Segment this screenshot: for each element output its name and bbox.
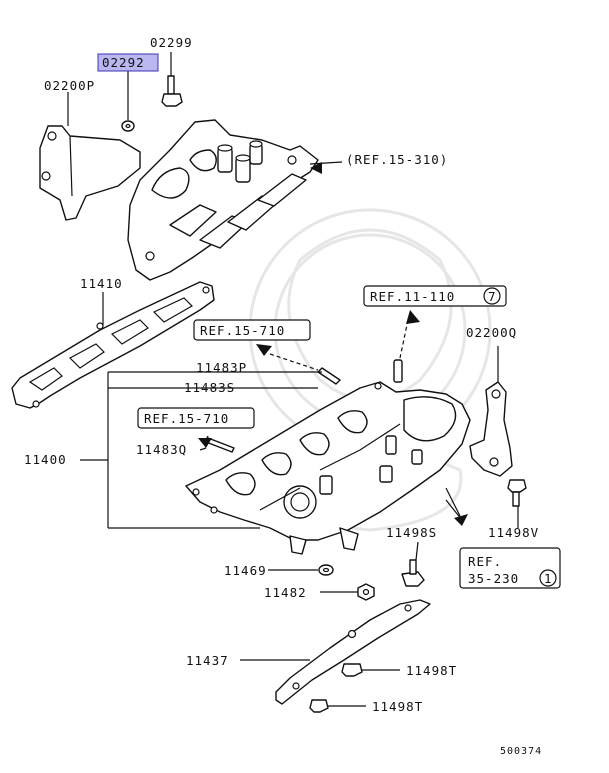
intake-manifold-11400[interactable] — [185, 381, 471, 555]
bolt-02299[interactable] — [161, 75, 183, 107]
nut-11482[interactable] — [357, 583, 375, 601]
label-02292[interactable]: 02292 — [102, 55, 145, 70]
label-ref-15-710-b: REF.15-710 — [144, 411, 229, 426]
label-02200Q[interactable]: 02200Q — [466, 325, 517, 340]
bolt-11498T-b[interactable] — [309, 699, 329, 713]
washer-11469[interactable] — [318, 564, 334, 576]
leader-lines — [67, 52, 519, 707]
label-11498S[interactable]: 11498S — [386, 525, 437, 540]
label-ref-35-230-line1: REF. — [468, 554, 502, 569]
washer-02292[interactable] — [121, 120, 135, 132]
bracket-02200Q[interactable] — [469, 381, 513, 477]
highlight-02292 — [97, 53, 159, 72]
label-ref-11-110: REF.11-110 — [370, 289, 455, 304]
bolt-11498V[interactable] — [507, 479, 527, 507]
label-11498V[interactable]: 11498V — [488, 525, 539, 540]
stud-ref11110[interactable] — [393, 359, 403, 383]
label-11498T-b[interactable]: 11498T — [372, 699, 423, 714]
stay-11437[interactable] — [275, 599, 431, 705]
ref-15-710-box-b[interactable] — [137, 407, 255, 429]
label-ref-15-310[interactable]: (REF.15-310) — [346, 152, 448, 167]
label-11437[interactable]: 11437 — [186, 653, 229, 668]
ref-11-110-box[interactable] — [363, 285, 507, 307]
label-11483P[interactable]: 11483P — [196, 360, 247, 375]
label-ref-35-230-line2: 35-230 — [468, 571, 519, 586]
label-ref-35-230-num: 1 — [544, 571, 553, 586]
label-11482[interactable]: 11482 — [264, 585, 307, 600]
label-11400[interactable]: 11400 — [24, 452, 67, 467]
ref-35-230-circle — [539, 569, 557, 587]
label-11469[interactable]: 11469 — [224, 563, 267, 578]
label-11483S[interactable]: 11483S — [184, 380, 235, 395]
label-11498T-a[interactable]: 11498T — [406, 663, 457, 678]
exhaust-manifold[interactable] — [127, 119, 319, 281]
bolt-11498S[interactable] — [401, 559, 425, 587]
ref-35-230-box[interactable] — [459, 547, 561, 589]
stud-11483P[interactable] — [317, 367, 341, 385]
diagram-id: 500374 — [500, 746, 542, 757]
label-ref-15-710-a: REF.15-710 — [200, 323, 285, 338]
ref-11-110-circle — [483, 287, 501, 305]
label-ref-11-110-num: 7 — [488, 289, 497, 304]
bracket-02200P[interactable] — [39, 125, 141, 221]
ref-15-710-box-a[interactable] — [193, 319, 311, 341]
label-02200P[interactable]: 02200P — [44, 78, 95, 93]
gasket-11410[interactable] — [11, 281, 215, 409]
label-02299[interactable]: 02299 — [150, 35, 193, 50]
bolt-11498T-a[interactable] — [341, 663, 363, 677]
label-11483Q[interactable]: 11483Q — [136, 442, 187, 457]
label-11410[interactable]: 11410 — [80, 276, 123, 291]
